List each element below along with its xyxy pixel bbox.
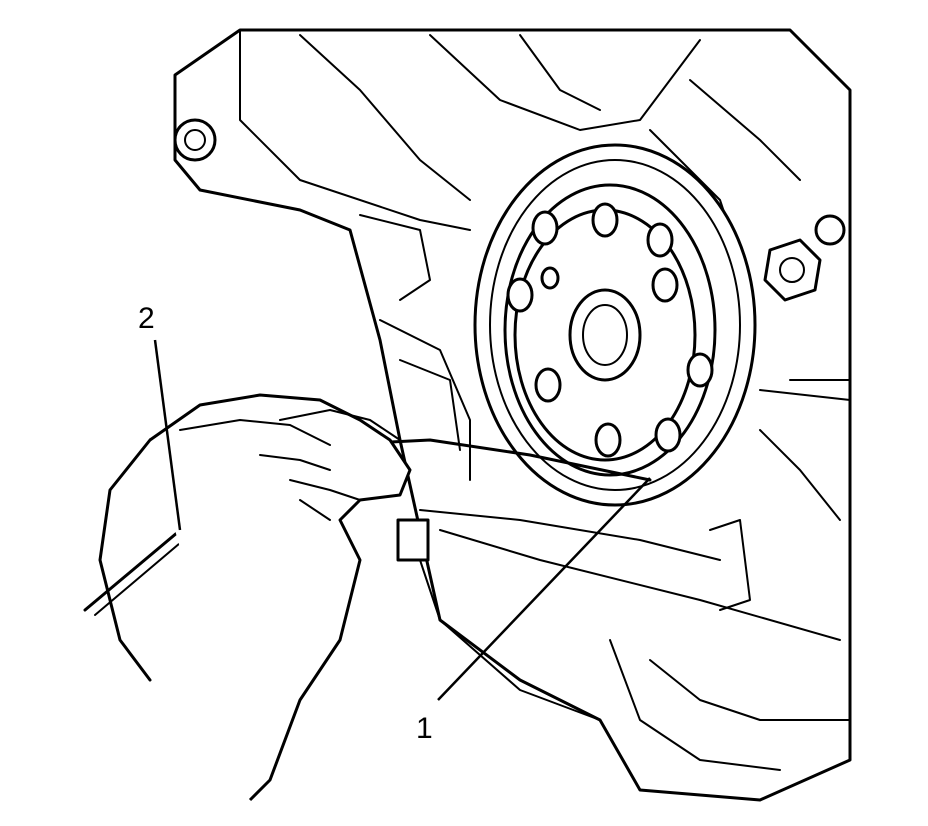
callout-1-label: 1 [416, 712, 433, 745]
crankshaft-flange [506, 202, 714, 462]
callout-1-leader [437, 477, 651, 701]
callout-2-label: 2 [138, 302, 155, 335]
hand [98, 393, 412, 802]
callout-2-leader [153, 339, 182, 531]
engine-block [173, 28, 852, 802]
